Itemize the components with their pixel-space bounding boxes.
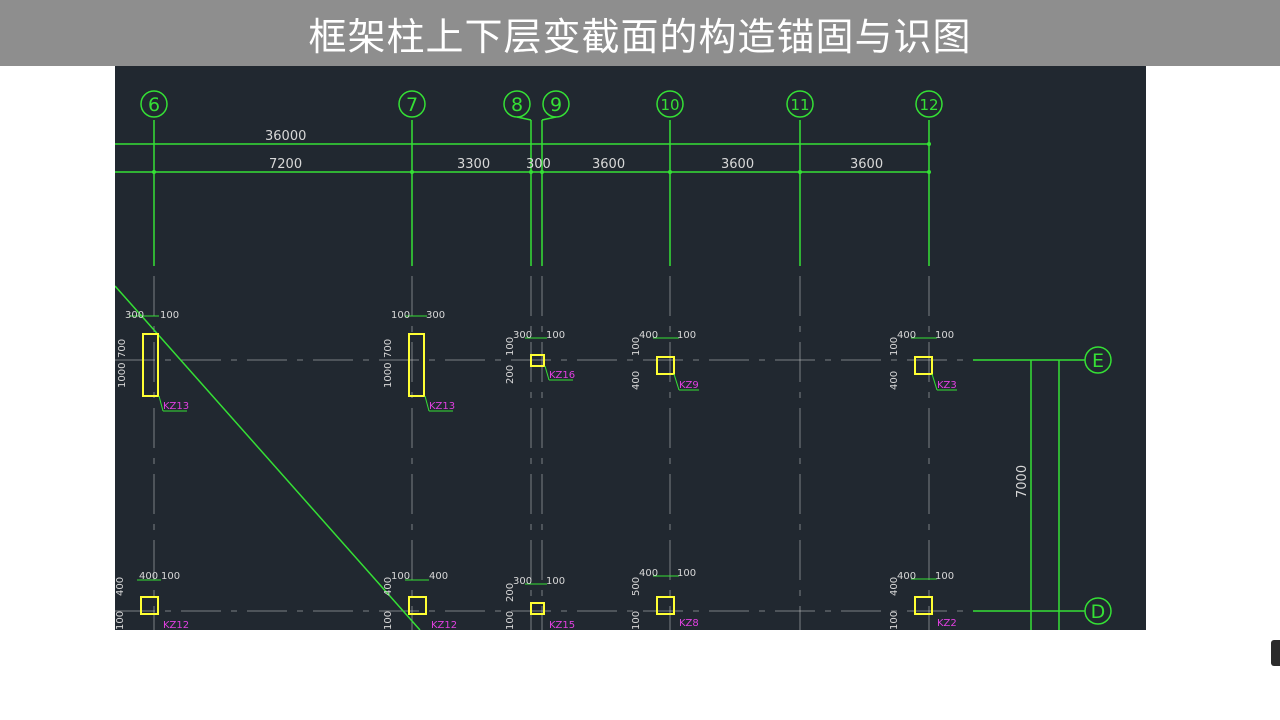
title-bar: 框架柱上下层变截面的构造锚固与识图 [0,0,1280,66]
svg-text:100: 100 [677,330,696,341]
svg-text:100: 100 [161,571,180,582]
diagonal-line [115,285,421,630]
svg-text:1000: 1000 [383,363,394,388]
column-kz2[interactable]: 400 100 400 100 KZ2 [889,571,957,630]
axis-bubble[interactable]: 8 [503,90,531,118]
dimension-ticks [152,142,931,174]
svg-text:100: 100 [546,330,565,341]
svg-text:KZ2: KZ2 [937,618,957,629]
column-kz8[interactable]: 400 100 500 100 KZ8 [631,568,699,630]
svg-text:400: 400 [889,577,900,596]
dimension-span: 7200 [269,157,302,172]
svg-text:100: 100 [889,337,900,356]
svg-text:100: 100 [677,568,696,579]
svg-text:100: 100 [160,310,179,321]
column-kz13-a[interactable]: 300 100 700 1000 KZ13 [117,310,189,412]
svg-text:400: 400 [139,571,158,582]
dimension-lines [115,143,929,173]
svg-text:400: 400 [897,330,916,341]
axis-bubble[interactable]: 6 [140,90,168,118]
svg-text:E: E [1092,350,1104,372]
column-kz16[interactable]: 300 100 100 200 KZ16 [505,330,575,384]
svg-text:400: 400 [383,577,394,596]
svg-text:10: 10 [660,96,679,114]
svg-text:100: 100 [631,611,642,630]
page-title: 框架柱上下层变截面的构造锚固与识图 [308,14,972,59]
svg-text:400: 400 [115,577,126,596]
dimension-span: 3600 [721,157,754,172]
svg-text:1000: 1000 [117,363,128,388]
svg-text:400: 400 [631,371,642,390]
svg-text:400: 400 [889,371,900,390]
svg-text:KZ9: KZ9 [679,380,699,391]
svg-text:400: 400 [897,571,916,582]
row-axis-lines-green [973,359,1085,630]
column-kz9[interactable]: 400 100 100 400 KZ9 [631,330,699,391]
axis-bubble[interactable]: 7 [398,90,426,118]
column-kz15[interactable]: 300 100 200 100 KZ15 [505,576,575,630]
svg-text:100: 100 [391,310,410,321]
svg-text:300: 300 [513,330,532,341]
svg-text:100: 100 [391,571,410,582]
scroll-handle[interactable] [1271,640,1280,666]
svg-text:9: 9 [550,94,562,116]
svg-text:100: 100 [115,611,126,630]
svg-text:300: 300 [426,310,445,321]
svg-text:100: 100 [505,337,516,356]
axis-leader-bends [516,116,557,121]
svg-text:KZ12: KZ12 [163,620,189,630]
column-kz12-b[interactable]: 100 400 400 100 KZ12 [383,571,457,630]
axis-bubble[interactable]: 9 [542,90,570,118]
svg-text:100: 100 [383,611,394,630]
svg-text:KZ8: KZ8 [679,618,699,629]
svg-text:100: 100 [935,330,954,341]
dimension-span: 3300 [457,157,490,172]
svg-text:200: 200 [505,583,516,602]
svg-text:700: 700 [383,339,394,358]
svg-text:400: 400 [429,571,448,582]
svg-text:8: 8 [511,94,523,116]
svg-text:100: 100 [935,571,954,582]
dimension-span: 3600 [850,157,883,172]
axis-bubble[interactable]: 12 [915,90,943,118]
column-kz3[interactable]: 400 100 100 400 KZ3 [889,330,957,391]
svg-text:KZ12: KZ12 [431,620,457,630]
axis-bubble-d[interactable]: D [1084,597,1112,625]
svg-text:11: 11 [790,96,809,114]
axis-bubble[interactable]: 11 [786,90,814,118]
svg-text:100: 100 [505,611,516,630]
svg-text:KZ13: KZ13 [429,401,455,412]
row-axis-lines [115,359,975,612]
svg-text:6: 6 [148,94,160,116]
svg-text:100: 100 [631,337,642,356]
svg-text:D: D [1091,601,1106,623]
axis-bubble-e[interactable]: E [1084,346,1112,374]
svg-text:KZ3: KZ3 [937,380,957,391]
svg-text:700: 700 [117,339,128,358]
svg-text:400: 400 [639,568,658,579]
dimension-overall: 36000 [265,129,306,144]
column-axis-lines [153,276,930,630]
dimension-span: 3600 [592,157,625,172]
svg-text:KZ13: KZ13 [163,401,189,412]
column-kz13-b[interactable]: 100 300 700 1000 KZ13 [383,310,455,412]
svg-text:KZ15: KZ15 [549,620,575,630]
svg-text:300: 300 [513,576,532,587]
row-span-dimension: 7000 [1015,465,1030,498]
svg-text:7: 7 [406,94,418,116]
axis-bubble[interactable]: 10 [656,90,684,118]
svg-text:300: 300 [125,310,144,321]
svg-text:12: 12 [919,96,938,114]
svg-text:500: 500 [631,577,642,596]
svg-text:100: 100 [546,576,565,587]
svg-text:200: 200 [505,365,516,384]
cad-drawing-viewport[interactable]: 36000 7200 3300 300 3600 3600 3600 6 7 8… [115,66,1146,630]
svg-text:KZ16: KZ16 [549,370,575,381]
column-kz12-a[interactable]: 400 100 400 100 KZ12 [115,571,189,630]
dimension-span: 300 [526,157,551,172]
svg-text:100: 100 [889,611,900,630]
svg-text:400: 400 [639,330,658,341]
